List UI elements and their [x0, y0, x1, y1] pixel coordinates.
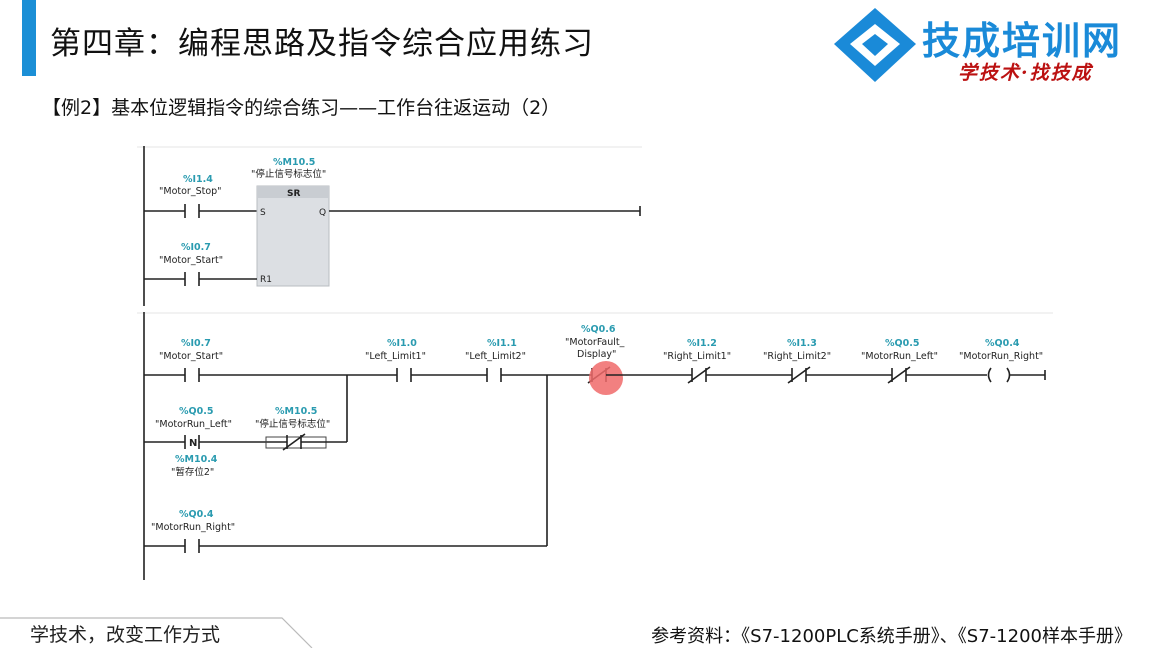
sr-s-pin: S: [260, 208, 266, 218]
contact-address: %I1.3: [787, 338, 817, 349]
contact-tag: Display": [577, 349, 616, 360]
contact-tag: "MotorRun_Left": [861, 351, 938, 362]
sr-r1-pin: R1: [260, 275, 272, 285]
contact-tag: "Left_Limit2": [465, 351, 526, 362]
footer-tab: [0, 617, 313, 648]
contact-address: %M10.5: [275, 406, 317, 417]
contact-address: %I1.4: [183, 174, 213, 185]
contact-address: %Q0.4: [179, 509, 214, 520]
edge-memory-tag: "暂存位2": [171, 466, 214, 478]
footer-references: 参考资料：《S7-1200PLC系统手册》、《S7-1200样本手册》: [651, 626, 1132, 647]
sr-tag: "停止信号标志位": [251, 168, 326, 180]
contact-address: %I1.2: [687, 338, 717, 349]
contact-tag: "Left_Limit1": [365, 351, 426, 362]
contact-tag: "Motor_Stop": [159, 186, 222, 197]
example-title: 【例2】基本位逻辑指令的综合练习——工作台往返运动（2）: [42, 97, 561, 119]
coil-tag: "MotorRun_Right": [959, 351, 1043, 362]
contact-address: %I0.7: [181, 338, 211, 349]
contact-tag: "Right_Limit1": [663, 351, 731, 362]
contact-tag: "停止信号标志位": [255, 418, 330, 430]
logo-slogan: 学技术·找技成: [958, 62, 1093, 84]
contact-address: %Q0.5: [179, 406, 213, 417]
page-title: 第四章：编程思路及指令综合应用练习: [50, 26, 594, 62]
logo: 技成培训网 学技术·找技成: [830, 4, 1150, 88]
contact-tag: "MotorRun_Right": [151, 522, 235, 533]
logo-text: 技成培训网: [922, 19, 1123, 63]
sr-q-pin: Q: [319, 208, 326, 218]
title-accent-bar: [22, 0, 36, 76]
contact-address: %I1.1: [487, 338, 517, 349]
coil-address: %Q0.4: [985, 338, 1020, 349]
contact-tag: "MotorRun_Left": [155, 419, 232, 430]
footer-slogan: 学技术，改变工作方式: [30, 624, 221, 646]
coil-motorrun-right[interactable]: [987, 367, 1011, 383]
mouse-cursor-highlight: [589, 361, 623, 395]
sr-block[interactable]: SR S Q R1: [256, 185, 330, 287]
contact-address: %I1.0: [387, 338, 417, 349]
contact-address: %Q0.5: [885, 338, 919, 349]
ladder-network-1[interactable]: %I1.4 "Motor_Stop" %M10.5 "停止信号标志位" SR S…: [137, 146, 647, 306]
contact-tag: "Motor_Start": [159, 351, 223, 362]
sr-address: %M10.5: [273, 157, 315, 168]
contact-tag: "Right_Limit2": [763, 351, 831, 362]
ladder-network-2[interactable]: %I0.7 "Motor_Start" %Q0.5 "MotorRun_Left…: [137, 312, 1053, 580]
edge-memory-address: %M10.4: [175, 454, 218, 465]
contact-tag: "MotorFault_: [565, 337, 625, 348]
logo-diamond-icon: [834, 8, 916, 82]
sr-label: SR: [287, 189, 300, 199]
contact-tag: "Motor_Start": [159, 255, 223, 266]
contact-address: %I0.7: [181, 242, 211, 253]
edge-n-label: N: [189, 438, 197, 449]
contact-address: %Q0.6: [581, 324, 616, 335]
